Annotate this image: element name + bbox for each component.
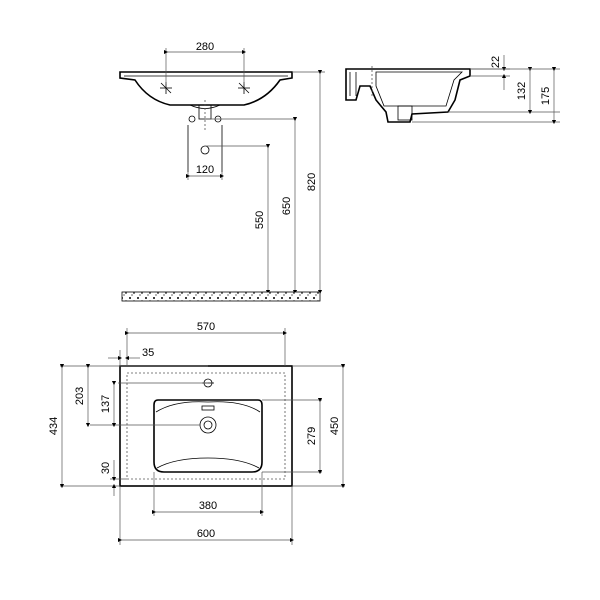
side-waste xyxy=(397,105,413,121)
dim-450: 450 xyxy=(329,363,346,489)
label-22: 22 xyxy=(490,56,502,68)
dim-height-650: 650 xyxy=(281,116,298,295)
basin-plan-outline xyxy=(119,365,293,487)
basin-side-outline xyxy=(345,68,471,123)
label-30: 30 xyxy=(100,462,112,474)
dim-570: 570 xyxy=(124,321,288,366)
dim-22: 22 xyxy=(470,55,510,90)
label-35: 35 xyxy=(142,347,154,359)
dim-380: 380 xyxy=(151,472,265,516)
dim-height-820: 820 xyxy=(292,69,325,295)
side-section: 22 132 175 xyxy=(345,55,560,125)
label-120: 120 xyxy=(196,164,214,176)
label-820: 820 xyxy=(306,173,318,191)
dim-137: 137 xyxy=(100,380,117,428)
label-434: 434 xyxy=(48,417,60,435)
label-600: 600 xyxy=(197,528,215,540)
label-550: 550 xyxy=(254,211,266,229)
dim-waste-width: 120 xyxy=(185,164,225,180)
dim-132: 132 xyxy=(448,66,560,115)
dim-35: 35 xyxy=(108,347,154,366)
label-175: 175 xyxy=(540,87,552,105)
plan-bowl xyxy=(153,399,263,473)
dim-30: 30 xyxy=(100,460,127,496)
label-450: 450 xyxy=(329,417,341,435)
dim-tap-spacing: 280 xyxy=(163,41,247,84)
label-650: 650 xyxy=(281,197,293,215)
dim-203: 203 xyxy=(74,363,91,428)
plan-drain xyxy=(199,416,217,434)
floor-hatch xyxy=(121,291,321,302)
plan-view: 570 35 434 203 137 30 xyxy=(48,321,346,545)
label-570: 570 xyxy=(197,321,215,333)
label-203: 203 xyxy=(74,387,86,405)
front-elevation: 280 120 550 650 820 xyxy=(119,41,325,302)
dim-height-550: 550 xyxy=(254,143,271,295)
dim-279: 279 xyxy=(306,397,323,475)
plan-overflow xyxy=(201,405,215,411)
label-137: 137 xyxy=(100,395,112,413)
label-279: 279 xyxy=(306,427,318,445)
dim-600: 600 xyxy=(117,486,295,545)
label-280: 280 xyxy=(196,41,214,53)
dim-434: 434 xyxy=(48,363,65,489)
basin-front-outline xyxy=(119,71,293,106)
label-132: 132 xyxy=(516,82,528,100)
label-380: 380 xyxy=(199,500,217,512)
dim-175: 175 xyxy=(412,66,560,125)
waste-pipe xyxy=(187,125,268,172)
